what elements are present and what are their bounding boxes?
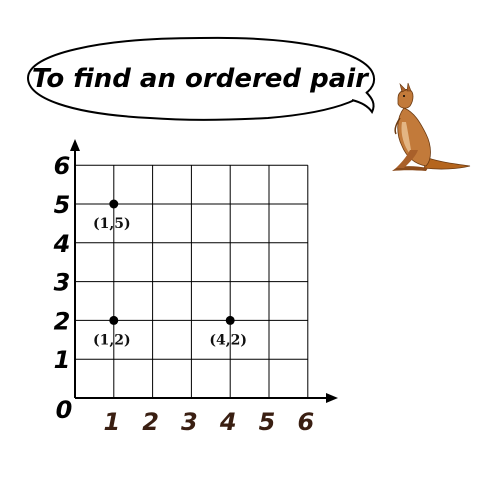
x-tick-label: 2	[142, 408, 159, 436]
y-tick-label: 2	[54, 307, 71, 335]
kangaroo-belly	[401, 122, 412, 156]
kangaroo-eye	[403, 95, 405, 97]
plotted-point	[225, 315, 235, 325]
kangaroo-head	[397, 89, 414, 109]
plotted-point	[109, 315, 119, 325]
y-tick-label: 3	[54, 269, 71, 297]
bubble-title: To find an ordered pair	[32, 64, 370, 94]
speech-bubble-shape	[26, 36, 376, 121]
point-label: (1,5)	[93, 216, 131, 232]
axes	[70, 139, 338, 403]
plotted-points: (1,5) (1,2) (4,2)	[93, 199, 247, 348]
y-axis-arrow-icon	[70, 139, 80, 151]
y-tick-label: 5	[54, 191, 71, 219]
x-tick-label: 4	[219, 408, 237, 436]
kangaroo-arm	[394, 117, 401, 135]
x-axis-arrow-icon	[326, 393, 338, 403]
y-tick-label: 6	[54, 152, 71, 180]
coordinate-grid	[75, 164, 309, 398]
x-tick-label: 5	[259, 408, 276, 436]
x-tick-label: 1	[103, 408, 120, 436]
y-tick-labels: 1 2 3 4 5 6	[53, 152, 71, 374]
y-tick-label: 4	[53, 230, 71, 258]
speech-bubble: To find an ordered pair	[26, 36, 376, 121]
speech-bubble-tail	[351, 91, 375, 114]
x-tick-label: 6	[297, 408, 314, 436]
kangaroo-ear	[399, 82, 412, 93]
point-label: (4,2)	[209, 332, 247, 348]
plotted-point	[109, 199, 119, 209]
kangaroo-tail	[423, 157, 471, 170]
origin-label: 0	[56, 396, 73, 424]
point-label: (1,2)	[93, 332, 131, 348]
kangaroo-leg	[396, 150, 418, 168]
y-tick-label: 1	[54, 346, 71, 374]
kangaroo-icon	[392, 82, 471, 171]
x-tick-label: 3	[181, 408, 198, 436]
